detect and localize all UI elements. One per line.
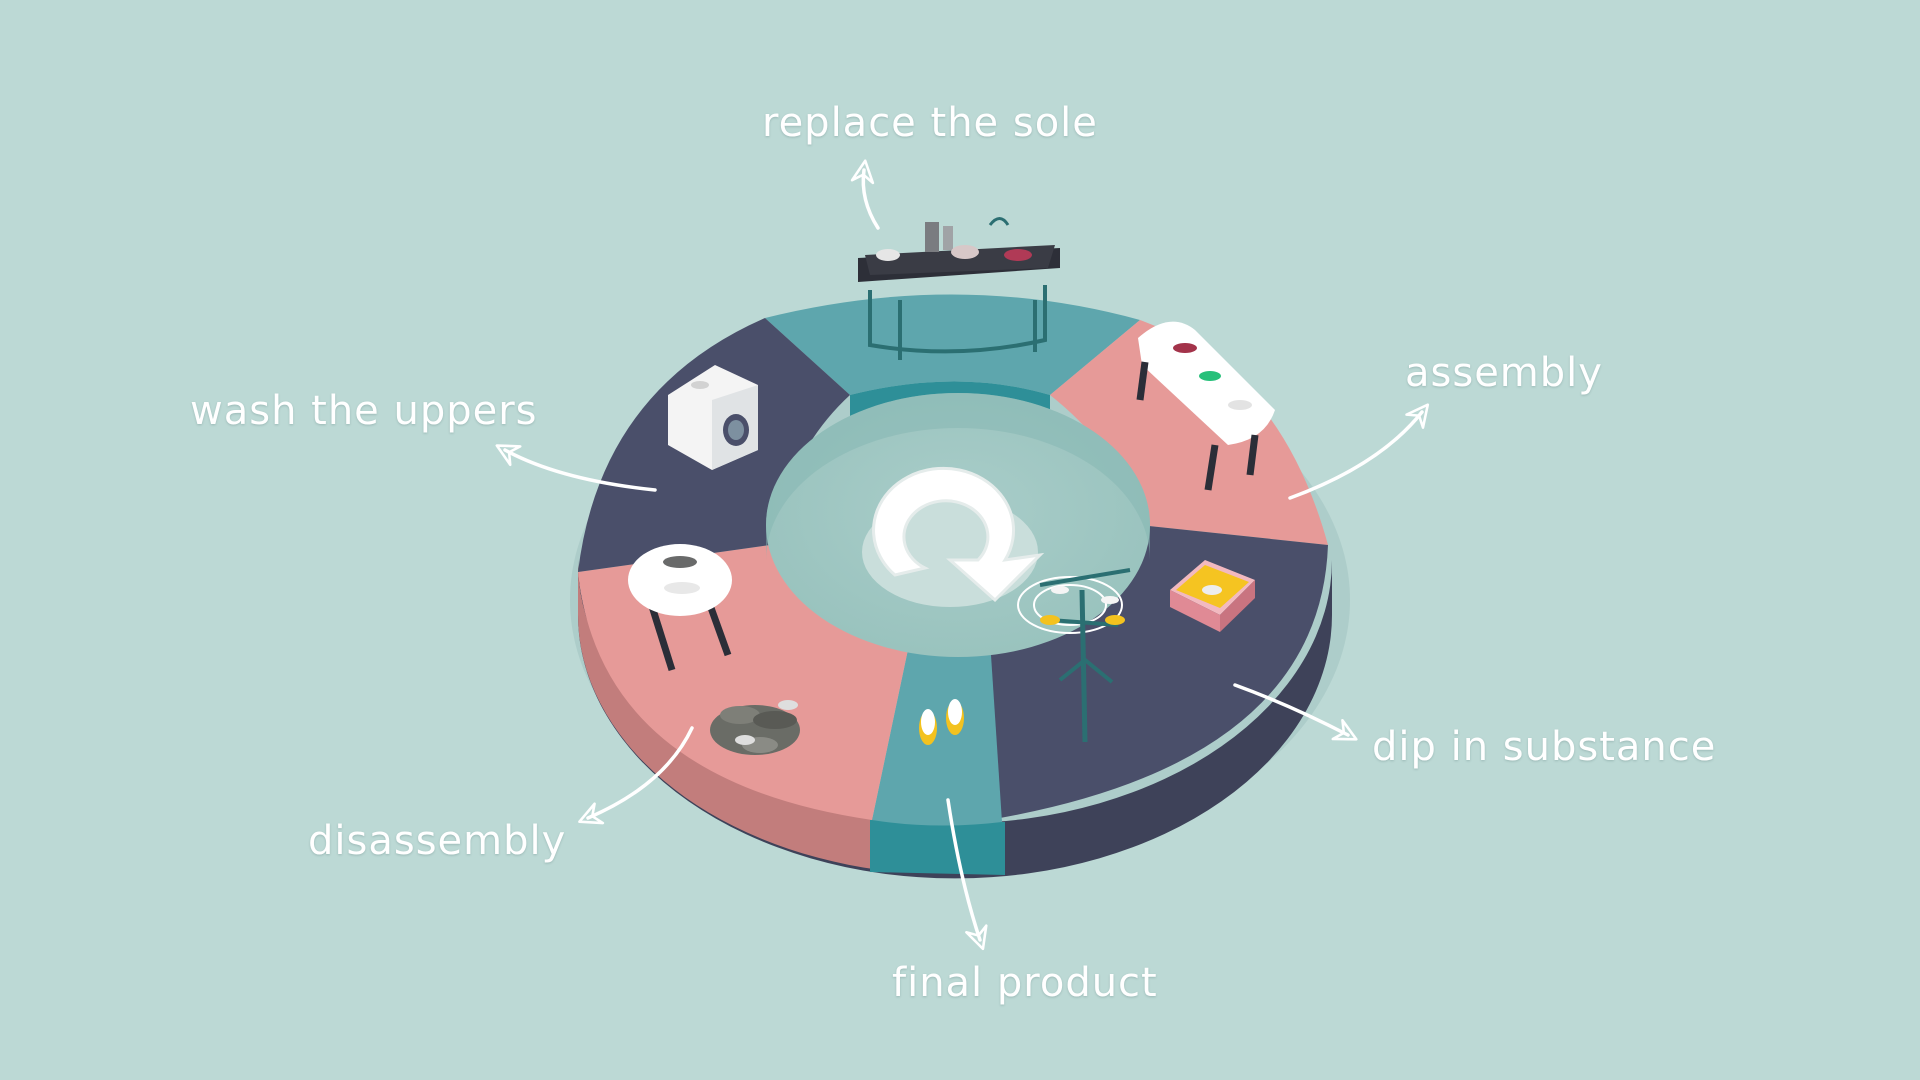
label-wash-the-uppers: wash the uppers (190, 388, 538, 434)
assembly-table (1136, 321, 1275, 491)
annotation-arrows (495, 159, 1430, 951)
label-dip-in-substance: dip in substance (1372, 724, 1717, 770)
arrow-assembly (1288, 403, 1430, 500)
label-disassembly: disassembly (308, 818, 567, 864)
shoe-pile (710, 700, 800, 755)
recycle-loop-icon (862, 466, 1045, 607)
drying-rack (1017, 568, 1131, 743)
arrow-disassembly (578, 726, 694, 825)
arrow-replace-the-sole (850, 159, 880, 230)
label-final-product: final product (892, 960, 1158, 1006)
dip-container (1170, 560, 1255, 632)
segment-final-product (872, 640, 1002, 826)
arrow-dip-in-substance (1233, 683, 1358, 741)
final-shoes (919, 699, 964, 745)
arrow-final-product (946, 798, 988, 951)
arrow-wash-the-uppers (495, 444, 657, 492)
segment-assembly (1050, 320, 1328, 545)
label-assembly: assembly (1405, 350, 1603, 396)
washing-machine (668, 365, 758, 470)
label-replace-the-sole: replace the sole (762, 100, 1098, 146)
sole-replacing-machine (858, 217, 1060, 360)
ring-side (577, 560, 1332, 879)
disassembly-table (628, 544, 732, 672)
